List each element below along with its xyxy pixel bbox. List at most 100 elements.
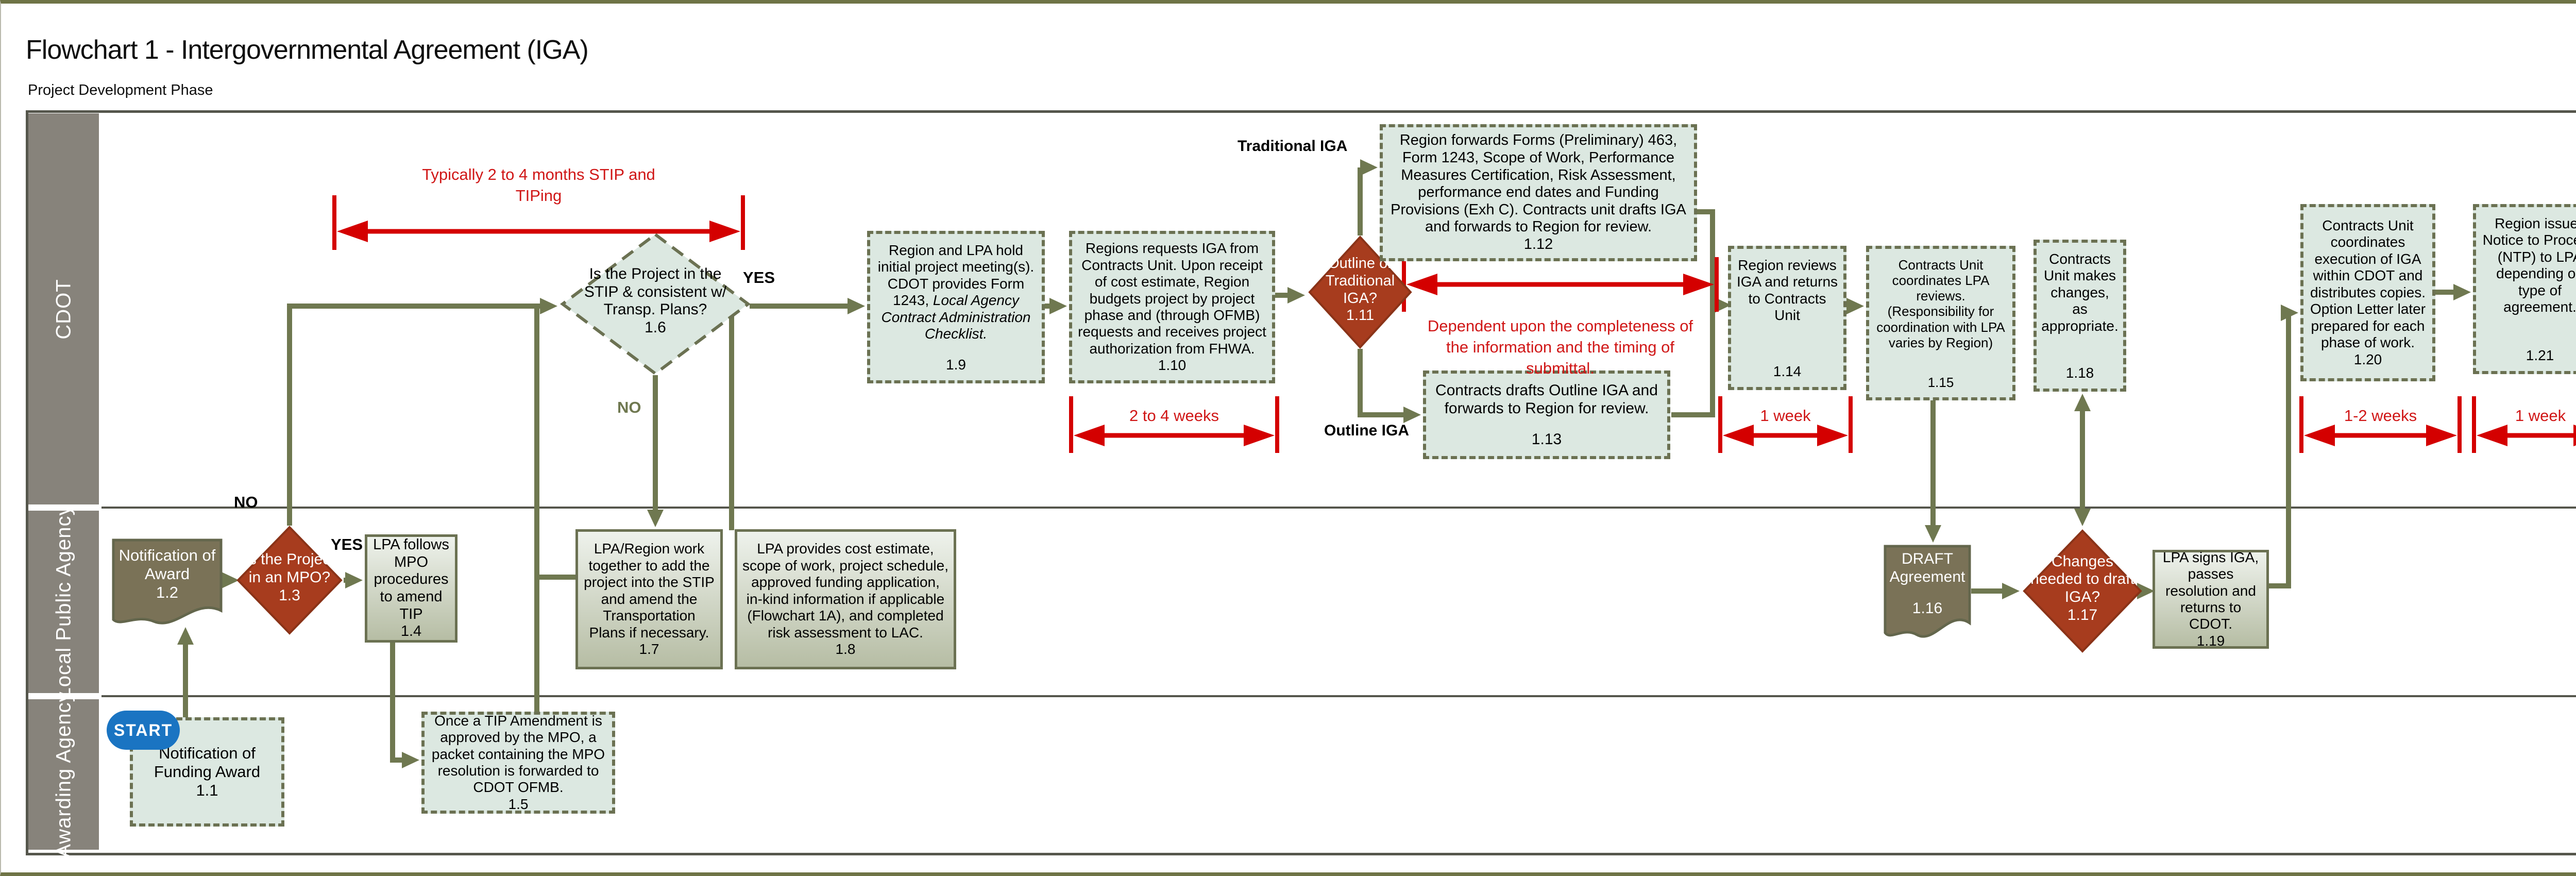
node-number: 1.14 <box>1773 363 1802 379</box>
node-text: Region and LPA hold initial project meet… <box>877 242 1035 342</box>
node-text: Contracts Unit coordinates LPA reviews. … <box>1876 257 2005 350</box>
no-label-stip: NO <box>617 398 641 416</box>
annotation-line: 1 week <box>1760 407 1811 425</box>
node-1-21: Region issues Notice to Proceed (NTP) to… <box>2473 204 2576 374</box>
node-text: LPA signs IGA, passes resolution and ret… <box>2162 549 2259 632</box>
node-1-8: LPA provides cost estimate, scope of wor… <box>735 529 956 669</box>
page-subtitle: Project Development Phase <box>28 82 213 98</box>
node-number: 1.5 <box>508 796 529 812</box>
node-number: 1.7 <box>639 641 659 658</box>
annotation-label: 1-2 weeks <box>2344 406 2417 427</box>
node-number: 1.3 <box>279 587 300 604</box>
node-text-italic: Local Agency Contract Administration Che… <box>881 292 1031 342</box>
node-1-13: Contracts drafts Outline IGA and forward… <box>1423 370 1670 459</box>
annotation-line: 1-2 weeks <box>2344 407 2417 425</box>
traditional-iga-label: Traditional IGA <box>1238 138 1348 155</box>
lane-label-awarding-agency: Awarding Agency <box>28 691 99 858</box>
node-text: Region issues Notice to Proceed (NTP) to… <box>2482 215 2576 315</box>
node-1-17: Changes needed to draft IGA?1.17 <box>2022 528 2143 654</box>
node-1-18: Contracts Unit makes changes, as appropr… <box>2033 240 2126 392</box>
lane-label-local-public-agency: Local Public Agency <box>28 504 99 699</box>
node-number: 1.1 <box>196 781 218 799</box>
node-1-20: Contracts Unit coordinates execution of … <box>2300 204 2435 381</box>
yes-label-stip: YES <box>743 268 775 287</box>
annotation-label: 1 week <box>1760 406 1810 427</box>
annotation-label: 2 to 4 weeks <box>1129 406 1219 427</box>
outline-iga-label: Outline IGA <box>1324 422 1409 439</box>
node-text: DRAFT Agreement <box>1889 550 1965 585</box>
node-number: 1.13 <box>1531 431 1562 448</box>
node-text: LPA/Region work together to add the proj… <box>584 541 715 641</box>
node-number: 1.2 <box>156 583 179 601</box>
node-text-wrap: Changes needed to draft IGA?1.17 <box>2029 531 2136 646</box>
node-text-wrap: Outline or Traditional IGA?1.11 <box>1313 237 1406 343</box>
start-terminator: START <box>107 711 180 750</box>
annotation-line: TIPing <box>515 186 562 205</box>
node-1-15: Contracts Unit coordinates LPA reviews. … <box>1866 246 2015 400</box>
node-text: Region reviews IGA and returns to Contra… <box>1736 257 1838 324</box>
node-text: Region forwards Forms (Preliminary) 463,… <box>1391 132 1686 235</box>
annotation-line: 1 week <box>2515 407 2566 425</box>
lane-label-cdot: CDOT <box>28 113 99 504</box>
lane-label-text: Awarding Agency <box>52 691 75 858</box>
node-1-10: Regions requests IGA from Contracts Unit… <box>1069 231 1275 383</box>
node-1-11: Outline or Traditional IGA?1.11 <box>1307 234 1413 350</box>
node-text: Regions requests IGA from Contracts Unit… <box>1078 240 1266 357</box>
node-number: 1.17 <box>2067 606 2098 624</box>
node-number: 1.10 <box>1158 357 1187 374</box>
lane-label-text: Local Public Agency <box>52 504 75 699</box>
annotation-line: Dependent upon the completeness of <box>1427 317 1693 335</box>
node-number: 1.21 <box>2526 347 2554 363</box>
node-text: LPA provides cost estimate, scope of wor… <box>742 541 948 641</box>
no-label-mpo: NO <box>234 493 258 511</box>
node-number: 1.18 <box>2065 364 2094 381</box>
node-number: 1.19 <box>2196 632 2225 649</box>
node-text-wrap: Is the Project in an MPO?1.3 <box>242 527 337 629</box>
node-1-19: LPA signs IGA, passes resolution and ret… <box>2153 549 2269 649</box>
node-number: 1.8 <box>835 641 856 658</box>
annotation-label: Dependent upon the completeness of the in… <box>1428 316 1693 379</box>
node-text: Is the Project in the STIP & consistent … <box>584 265 727 318</box>
annotation-line: 2 to 4 weeks <box>1129 407 1219 425</box>
yes-label-mpo: YES <box>331 535 363 553</box>
lane-label-text: CDOT <box>52 278 75 340</box>
node-text: Contracts Unit coordinates execution of … <box>2310 217 2426 351</box>
node-number: 1.20 <box>2353 351 2382 367</box>
node-1-16: DRAFT Agreement 1.16 <box>1884 545 1971 643</box>
node-1-3: Is the Project in an MPO?1.3 <box>235 525 344 636</box>
node-1-6: Is the Project in the STIP & consistent … <box>560 232 751 376</box>
node-number: 1.6 <box>645 319 666 336</box>
node-text: LPA follows MPO procedures to amend TIP <box>373 536 449 622</box>
node-number: 1.16 <box>1912 599 1943 617</box>
node-1-14: Region reviews IGA and returns to Contra… <box>1728 246 1846 390</box>
node-text: Notification of Award <box>118 546 216 583</box>
node-text: Once a TIP Amendment is approved by the … <box>431 712 605 796</box>
node-number: 1.12 <box>1523 236 1553 253</box>
annotation-label: 1 week <box>2515 406 2566 427</box>
node-text: Contracts Unit makes changes, as appropr… <box>2041 251 2119 334</box>
annotation-line: the information and the timing of <box>1446 338 1674 356</box>
node-number: 1.9 <box>946 356 966 373</box>
node-number: 1.11 <box>1346 307 1375 324</box>
page-title: Flowchart 1 - Intergovernmental Agreemen… <box>26 35 589 65</box>
node-text-wrap: DRAFT Agreement 1.16 <box>1889 547 1966 637</box>
annotation-line: Typically 2 to 4 months STIP and <box>422 165 655 183</box>
node-text: Outline or Traditional IGA? <box>1325 255 1395 307</box>
swimlane-frame <box>26 110 2576 855</box>
node-text: Is the Project in an MPO? <box>244 551 335 586</box>
node-text: Changes needed to draft IGA? <box>2030 552 2134 606</box>
node-number: 1.4 <box>400 623 422 640</box>
node-text: Contracts drafts Outline IGA and forward… <box>1435 382 1658 417</box>
node-text: Notification of Funding Award <box>154 744 261 781</box>
node-1-7: LPA/Region work together to add the proj… <box>575 529 723 669</box>
node-1-12: Region forwards Forms (Preliminary) 463,… <box>1380 124 1697 261</box>
node-number: 1.15 <box>1927 374 1954 390</box>
node-1-5: Once a TIP Amendment is approved by the … <box>421 712 615 814</box>
annotation-line: submittal. <box>1526 359 1595 377</box>
node-1-9: Region and LPA hold initial project meet… <box>867 231 1045 383</box>
